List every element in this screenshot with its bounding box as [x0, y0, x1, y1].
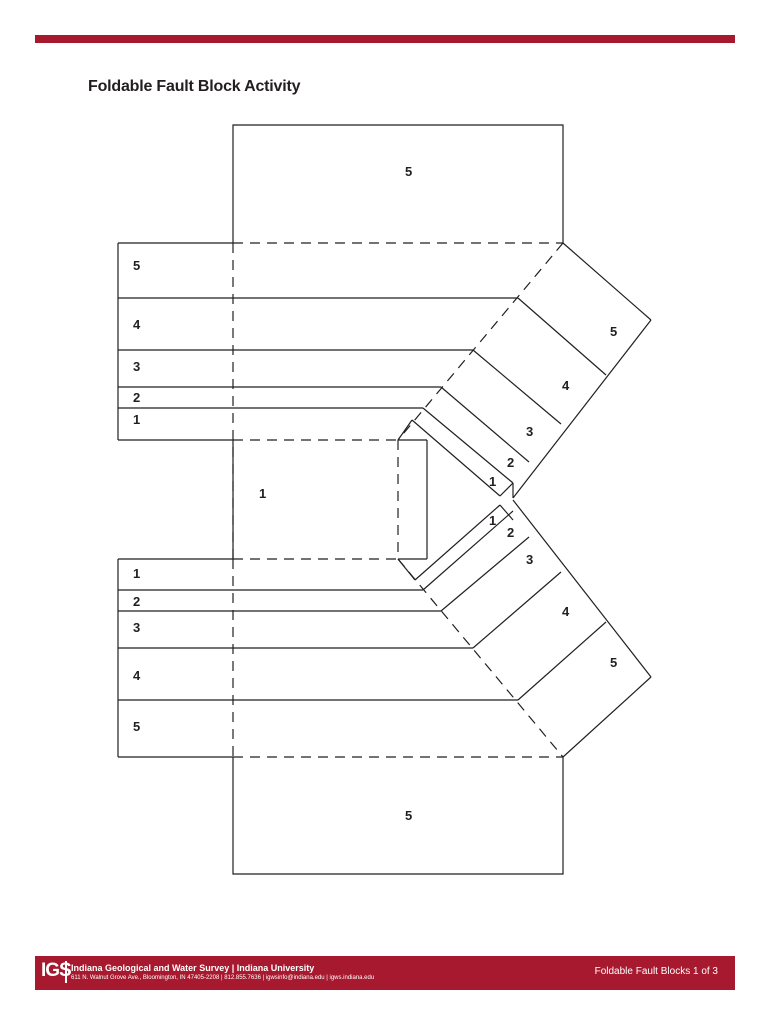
upper-left-label-1: 1 — [133, 412, 140, 427]
lower-right-label-2: 2 — [507, 525, 514, 540]
lower-left-label-1: 1 — [133, 566, 140, 581]
footer-address: 611 N. Walnut Grove Ave., Bloomington, I… — [71, 975, 375, 981]
lower-right-label-5: 5 — [610, 655, 617, 670]
lower-right-label-1: 1 — [489, 513, 496, 528]
bottom-panel-outline — [232, 757, 564, 875]
upper-right-label-1: 1 — [489, 474, 496, 489]
upper-right-label-4: 4 — [562, 378, 570, 393]
igs-logo: IGS — [41, 960, 72, 981]
top-brand-bar — [35, 35, 735, 43]
top-panel-label: 5 — [405, 164, 412, 179]
footer-org-name: Indiana Geological and Water Survey | In… — [71, 963, 315, 973]
footer-bar: IGS Indiana Geological and Water Survey … — [35, 956, 735, 990]
upper-left-label-3: 3 — [133, 359, 140, 374]
lower-right-label-4: 4 — [562, 604, 570, 619]
lower-left-label-3: 3 — [133, 620, 140, 635]
lower-left-label-5: 5 — [133, 719, 140, 734]
logo-divider — [65, 961, 67, 983]
top-panel-outline — [232, 124, 564, 243]
bottom-panel-label: 5 — [405, 808, 412, 823]
page-title: Foldable Fault Block Activity — [88, 78, 301, 95]
upper-left-label-5: 5 — [133, 258, 140, 273]
center-panel-label: 1 — [259, 486, 266, 501]
lower-left-label-2: 2 — [133, 594, 140, 609]
upper-right-label-5: 5 — [610, 324, 617, 339]
lower-left-label-4: 4 — [133, 668, 141, 683]
upper-left-label-2: 2 — [133, 390, 140, 405]
upper-right-label-3: 3 — [526, 424, 533, 439]
upper-right-label-2: 2 — [507, 455, 514, 470]
footer-page-label: Foldable Fault Blocks 1 of 3 — [594, 966, 718, 977]
upper-left-label-4: 4 — [133, 317, 141, 332]
lower-right-label-3: 3 — [526, 552, 533, 567]
